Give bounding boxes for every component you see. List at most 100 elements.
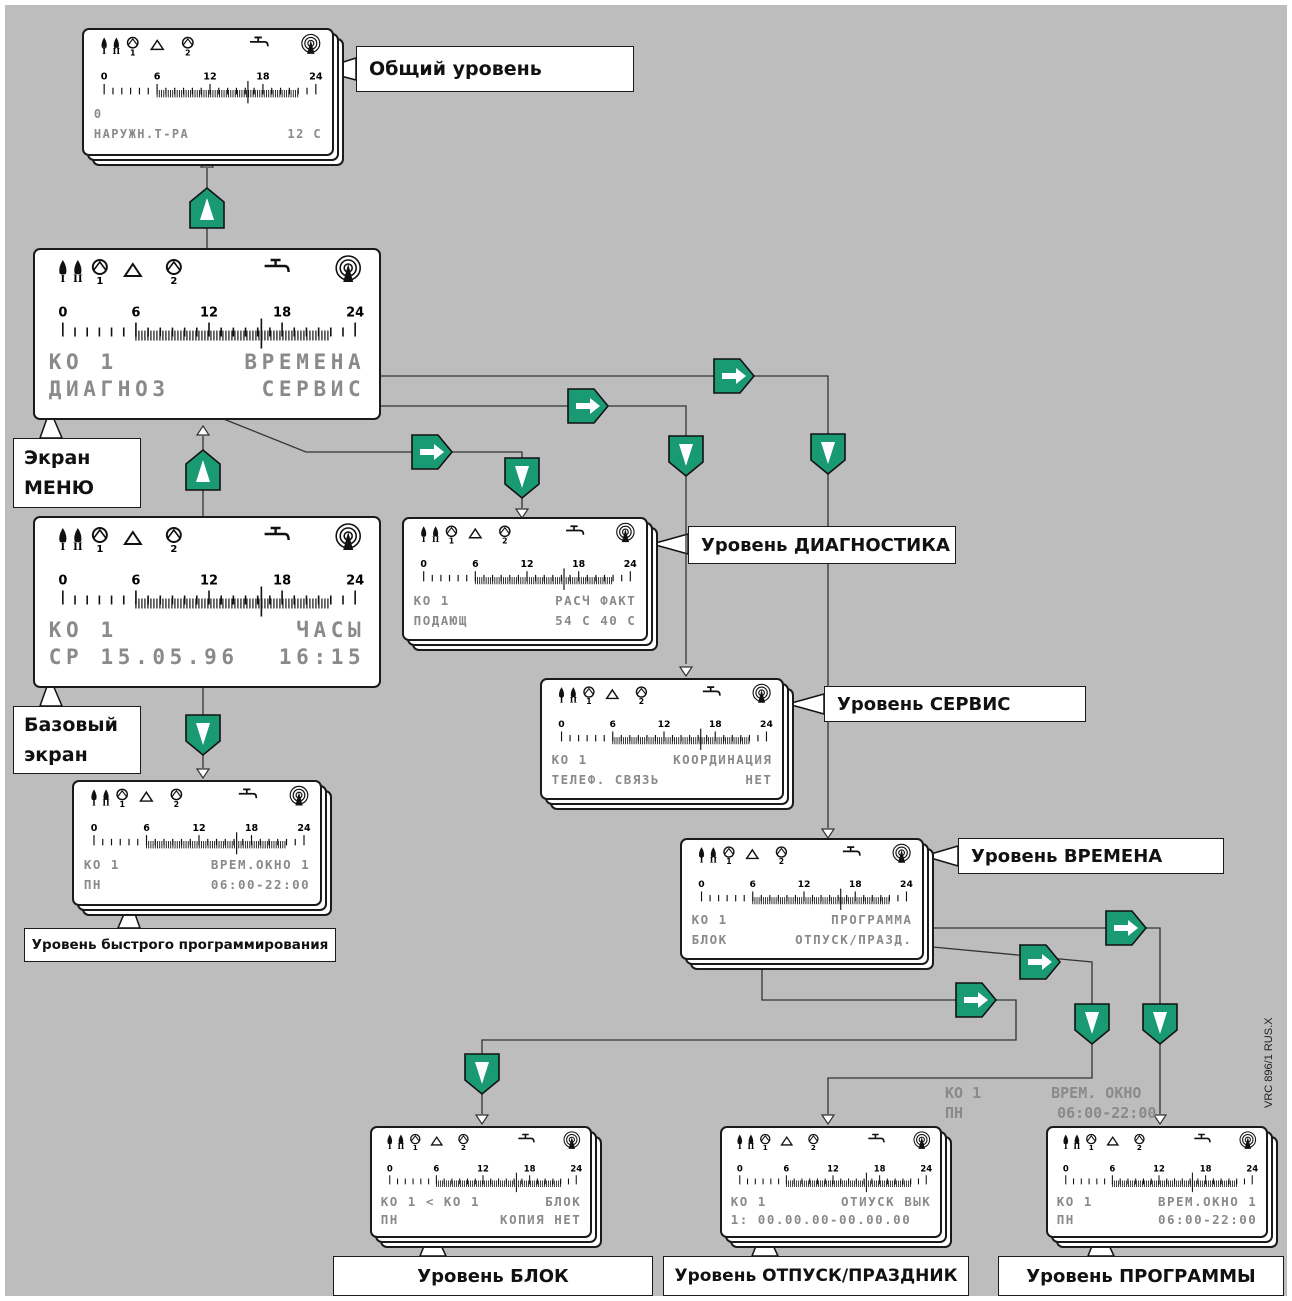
pump-icon — [808, 1133, 819, 1145]
burner-icon — [1063, 1134, 1069, 1144]
lcd-row2-right: 54 С 40 С — [555, 612, 637, 628]
dial-tick-label: 18 — [273, 574, 291, 589]
connector-line — [354, 375, 829, 828]
burner-label: II — [73, 542, 83, 553]
down-arrow-icon — [810, 433, 846, 476]
tap-icon — [566, 525, 585, 535]
down-arrow-icon — [1142, 1003, 1178, 1046]
pump-icon — [775, 846, 788, 858]
pump-icon — [126, 36, 139, 49]
burner-label: I — [422, 535, 426, 544]
level-callout: Уровень БЛОК — [333, 1256, 653, 1296]
pump-icon — [165, 527, 182, 543]
arrowhead-icon — [195, 424, 211, 436]
pump-icon — [165, 259, 182, 275]
lcd-row2: 1: 00.00.00-00.00.00 — [731, 1212, 932, 1227]
dial-tick-label: 6 — [433, 1163, 439, 1173]
dial-tick-label: 24 — [570, 1163, 582, 1173]
dial-tick-label: 18 — [709, 719, 722, 730]
burner-icon — [570, 687, 576, 698]
right-arrow-icon — [713, 358, 756, 394]
pump-label: 1 — [413, 1143, 418, 1152]
dial-tick-label: 24 — [1246, 1163, 1258, 1173]
burner-icon — [74, 528, 82, 542]
dial-tick-label: 0 — [91, 823, 98, 834]
lcd-row2-left: НАРУЖН.Т-РА — [93, 127, 190, 142]
down-arrow-icon — [464, 1053, 500, 1096]
dial-tick-label: 0 — [737, 1163, 743, 1173]
pump-icon — [635, 686, 648, 698]
dial-tick-label: 6 — [143, 823, 150, 834]
lcd-row1-right: ВРЕМЕНА — [244, 349, 366, 374]
dial-tick-label: 12 — [200, 306, 218, 321]
dial-tick-label: 12 — [520, 559, 533, 570]
arrowhead-icon — [678, 666, 694, 678]
pump-icon — [445, 525, 458, 538]
dial-tick-label: 0 — [101, 72, 108, 83]
burner-label: II — [432, 535, 440, 544]
burner-icon — [113, 37, 120, 48]
burner-icon — [433, 526, 439, 537]
burner-label: II — [73, 274, 83, 285]
dial-tick-label: 18 — [256, 72, 270, 83]
dial-tick-label: 18 — [524, 1163, 536, 1173]
level-callout: Уровень ОТПУСК/ПРАЗДНИК — [663, 1256, 969, 1296]
up-arrow-icon — [185, 448, 221, 491]
lcd-row1-left: КО 1 — [83, 857, 120, 873]
down-arrow-icon — [668, 435, 704, 478]
dial-tick-label: 0 — [558, 719, 564, 730]
lcd-row2-left: БЛОК — [691, 931, 728, 947]
antenna-icon — [343, 532, 354, 550]
mixer-triangle-icon — [122, 530, 143, 545]
burner-icon — [59, 528, 67, 542]
dial-tick-label: 18 — [245, 823, 259, 834]
lcd-row2-right: ОТПУСК/ПРАЗД. — [795, 931, 913, 947]
tap-icon — [264, 258, 290, 273]
burner-icon — [398, 1134, 404, 1144]
mixer-triangle-icon — [139, 790, 154, 802]
antenna-icon — [1244, 1137, 1252, 1149]
pump-icon — [583, 686, 595, 698]
dial-tick-label: 6 — [154, 72, 161, 83]
pump-label: 2 — [174, 800, 179, 809]
tap-icon — [1194, 1133, 1211, 1143]
dial-tick-label: 24 — [297, 823, 311, 834]
pump-icon — [116, 788, 129, 801]
connector-line — [481, 948, 1017, 1114]
dial-tick-label: 24 — [900, 879, 913, 890]
level-callout: Уровень быстрого программирования — [24, 928, 336, 962]
right-arrow-icon — [955, 982, 998, 1018]
level-callout: Уровень СЕРВИС — [824, 686, 1086, 722]
pump-label: 2 — [1137, 1143, 1142, 1152]
lcd-row2-right: КОПИЯ НЕТ — [500, 1211, 582, 1227]
tap-icon — [842, 846, 861, 856]
lcd-row1-left: КО 1 — [1056, 1193, 1093, 1209]
burner-label: II — [113, 47, 121, 56]
lcd-row1-right: ЧАСЫ — [296, 617, 366, 642]
down-arrow-icon — [504, 457, 540, 500]
ghost-row2-right: 06:00-22:00 — [1057, 1104, 1157, 1122]
tap-icon — [264, 526, 290, 541]
tap-icon — [518, 1133, 535, 1143]
pump-label: 1 — [96, 544, 103, 555]
lcd-row2-left: СР 15.05.96 — [48, 645, 239, 670]
dial-tick-label: 12 — [798, 879, 811, 890]
burner-icon — [387, 1134, 393, 1144]
antenna-icon — [621, 529, 630, 543]
arrowhead-icon — [1152, 1114, 1168, 1126]
